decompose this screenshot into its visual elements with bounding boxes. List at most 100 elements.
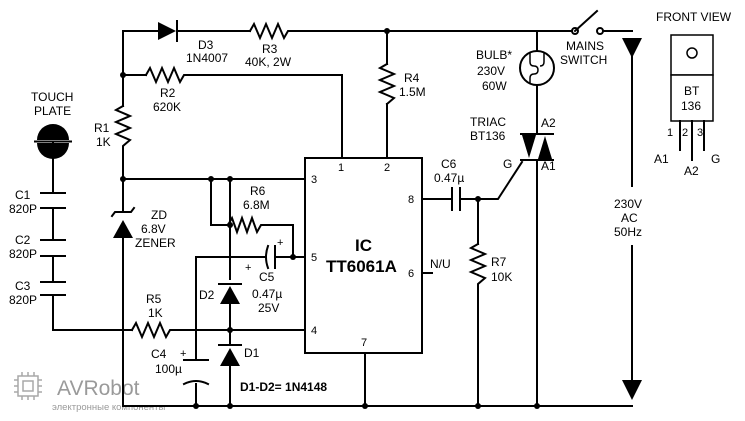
d2-name: D2: [199, 288, 215, 302]
r3-name: R3: [262, 42, 278, 56]
ic-pin-7: 7: [361, 337, 367, 349]
svg-text:+: +: [277, 237, 283, 249]
resistor-r1: [113, 104, 133, 151]
ic-body: [304, 157, 423, 354]
triac-name: TRIAC: [470, 115, 506, 129]
c6-value: 0.47µ: [434, 171, 464, 185]
triac-gate: G: [503, 157, 512, 171]
bt136-pin-a1: A1: [654, 152, 669, 166]
r1-value: 1K: [96, 135, 111, 149]
bt136-package-icon: [670, 34, 714, 161]
resistor-r6: [226, 215, 267, 235]
touch-plate-line1: TOUCH: [31, 90, 73, 104]
r7-name: R7: [491, 255, 507, 269]
resistor-r5: [130, 320, 175, 340]
ic-part: TT6061A: [326, 257, 397, 276]
r2-name: R2: [160, 86, 176, 100]
d3-part: 1N4007: [186, 51, 228, 65]
wires: [52, 30, 633, 407]
triac-a1: A1: [541, 159, 556, 173]
bt136-pin-number-1: 1: [667, 127, 673, 139]
triac-part: BT136: [470, 129, 506, 143]
r3-value: 40K, 2W: [245, 55, 292, 69]
ic-label: IC: [355, 236, 372, 255]
ic-pin-numbers: 1 2 3 4 5 6 7 8: [311, 162, 414, 349]
chip-logo-icon: [14, 372, 42, 400]
bulb-power: 60W: [482, 79, 507, 93]
r2-value: 620K: [153, 100, 181, 114]
svg-text:+: +: [180, 348, 186, 360]
ic-pin-4: 4: [311, 325, 317, 337]
capacitor-c6: [451, 187, 461, 211]
r5-name: R5: [146, 292, 162, 306]
capacitor-c5: +: [265, 237, 283, 270]
capacitor-c2: [40, 239, 66, 257]
r1-name: R1: [94, 121, 110, 135]
ic-nc-label: N/U: [430, 257, 451, 271]
mains-switch-icon: [571, 9, 604, 35]
mains-switch-line1: MAINS: [566, 39, 604, 53]
touch-plate-line2: PLATE: [34, 104, 71, 118]
r6-value: 6.8M: [243, 198, 270, 212]
diode-note: D1-D2= 1N4148: [240, 380, 327, 394]
resistor-r7: [468, 242, 488, 291]
r4-value: 1.5M: [399, 85, 426, 99]
c4-name: C4: [151, 347, 167, 361]
bt136-part-line1: BT: [684, 84, 700, 98]
supply-line1: 230V: [614, 197, 642, 211]
zener-diode: [110, 206, 136, 238]
triac-a2: A2: [541, 116, 556, 130]
supply-line3: 50Hz: [614, 225, 642, 239]
d1-name: D1: [244, 346, 260, 360]
ic-pin-6: 6: [408, 268, 414, 280]
watermark: AVRobot электронные компоненты: [14, 372, 166, 413]
r5-value: 1K: [148, 306, 163, 320]
svg-text:+: +: [245, 262, 251, 274]
bt136-pin-g: G: [711, 152, 720, 166]
r7-value: 10K: [491, 270, 512, 284]
bt136-part-line2: 136: [681, 99, 701, 113]
capacitor-c1: [40, 192, 66, 209]
c6-name: C6: [441, 157, 457, 171]
c3-name: C3: [15, 279, 31, 293]
diode-d3: [158, 20, 178, 42]
ic-pin-8: 8: [408, 194, 414, 206]
c5-name: C5: [259, 270, 275, 284]
supply-line2: AC: [621, 211, 638, 225]
triac-icon: [520, 133, 554, 161]
bt136-pin-a2: A2: [684, 164, 699, 178]
capacitor-c3: [40, 281, 66, 296]
zener-type: ZENER: [135, 236, 176, 250]
resistor-r2: [144, 65, 191, 85]
bt136-pin-number-2: 2: [682, 127, 688, 139]
c5-value: 0.47µ: [252, 287, 282, 301]
c2-value: 820P: [9, 247, 37, 261]
watermark-tagline: электронные компоненты: [52, 402, 166, 413]
c1-value: 820P: [9, 202, 37, 216]
capacitor-c4: +: [180, 348, 210, 386]
c3-value: 820P: [9, 293, 37, 307]
watermark-brand: AVRobot: [57, 377, 140, 400]
ic-pin-1: 1: [338, 162, 344, 174]
mains-switch-line2: SWITCH: [560, 53, 607, 67]
front-view-title: FRONT VIEW: [656, 10, 732, 24]
bulb-voltage: 230V: [477, 64, 505, 78]
ic-pin-2: 2: [384, 162, 390, 174]
c4-value: 100µ: [155, 362, 182, 376]
bulb-icon: [519, 50, 555, 86]
diode-d1: [218, 344, 242, 366]
ic-pin-5: 5: [311, 252, 317, 264]
c1-name: C1: [15, 188, 31, 202]
c5-rating: 25V: [258, 301, 279, 315]
resistor-r3: [248, 21, 293, 41]
d3-name: D3: [198, 38, 214, 52]
r6-name: R6: [250, 184, 266, 198]
bt136-pin-number-3: 3: [697, 127, 703, 139]
c2-name: C2: [15, 233, 31, 247]
r4-name: R4: [404, 71, 420, 85]
zener-value: 6.8V: [141, 222, 166, 236]
ic-pin-3: 3: [311, 174, 317, 186]
diode-d2: [218, 283, 242, 304]
junction-dots: [120, 28, 540, 409]
